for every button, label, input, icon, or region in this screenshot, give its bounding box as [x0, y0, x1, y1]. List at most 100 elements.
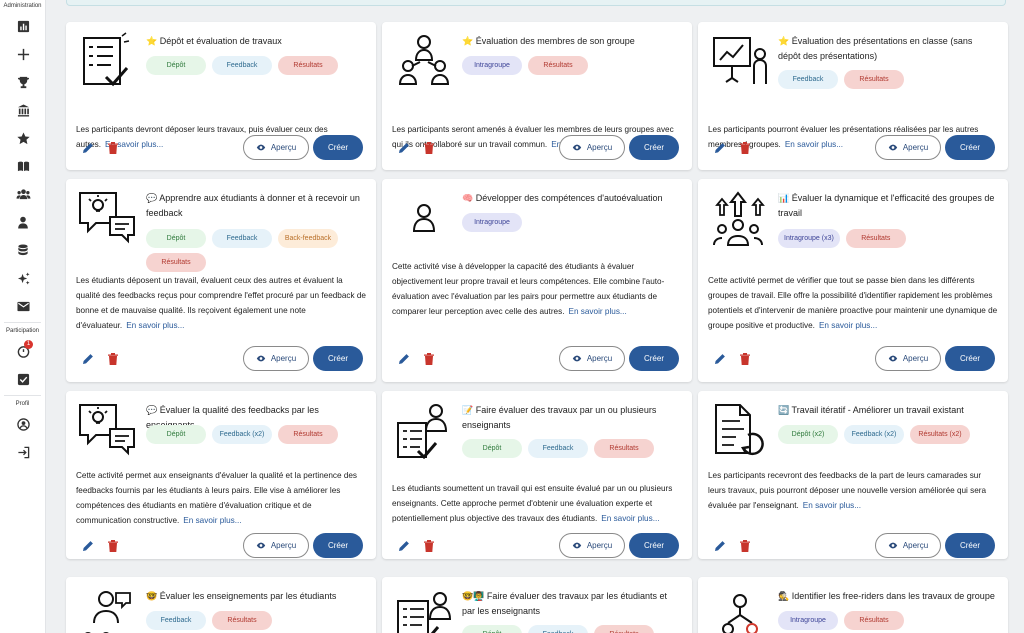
create-button[interactable]: Créer [313, 135, 363, 160]
activity-tag: Feedback (x2) [844, 425, 904, 444]
plus-icon [17, 48, 29, 60]
sidebar-item-logout[interactable] [0, 438, 46, 466]
activity-emoji: 🤓👨‍🏫 [462, 591, 487, 601]
sidebar-item-dashboard[interactable] [0, 12, 46, 40]
create-button[interactable]: Créer [629, 135, 679, 160]
sidebar-item-tasks[interactable] [0, 365, 46, 393]
sidebar-item-trophy[interactable] [0, 68, 46, 96]
sidebar-item-groups[interactable] [0, 180, 46, 208]
delete-icon[interactable] [422, 539, 436, 553]
learn-more-link[interactable]: En savoir plus... [183, 516, 242, 525]
activity-emoji: 💬 [146, 193, 160, 203]
preview-button[interactable]: Aperçu [559, 346, 625, 371]
activity-title: 🕵 Identifier les free-riders dans les tr… [778, 589, 996, 604]
activity-tag: Feedback [528, 439, 588, 458]
activity-title: ⭐ Évaluation des membres de son groupe [462, 34, 680, 49]
delete-icon[interactable] [422, 352, 436, 366]
activity-description: Les participants devront déposer leurs t… [76, 122, 366, 152]
sidebar-item-favorites[interactable] [0, 124, 46, 152]
activity-tag: Intragroupe [462, 56, 522, 75]
activity-tag: Résultats [844, 70, 904, 89]
preview-button[interactable]: Aperçu [243, 135, 309, 160]
edit-icon[interactable] [81, 539, 95, 553]
edit-icon[interactable] [713, 141, 727, 155]
activity-tag: Feedback (x2) [212, 425, 272, 444]
sidebar-item-library[interactable] [0, 152, 46, 180]
delete-icon[interactable] [738, 539, 752, 553]
preview-button[interactable]: Aperçu [875, 346, 941, 371]
eye-icon [256, 355, 265, 362]
sidebar-item-users[interactable] [0, 208, 46, 236]
delete-icon[interactable] [738, 141, 752, 155]
create-button[interactable]: Créer [629, 533, 679, 558]
preview-button[interactable]: Aperçu [243, 533, 309, 558]
activity-tag: Intragroupe [462, 213, 522, 232]
activity-tags: Dépôt (x2)Feedback (x2)Résultats (x2) [778, 425, 1000, 444]
learn-more-link[interactable]: En savoir plus... [105, 140, 164, 149]
edit-icon[interactable] [713, 539, 727, 553]
activity-tag: Back-feedback [278, 229, 338, 248]
sidebar-item-institution[interactable] [0, 96, 46, 124]
preview-button[interactable]: Aperçu [559, 533, 625, 558]
sidebar-divider [4, 395, 41, 396]
edit-icon[interactable] [81, 352, 95, 366]
activity-card: 📝 Faire évaluer des travaux par un ou pl… [382, 391, 692, 559]
create-button[interactable]: Créer [629, 346, 679, 371]
learn-more-link[interactable]: En savoir plus... [784, 140, 844, 149]
edit-icon[interactable] [397, 539, 411, 553]
create-button[interactable]: Créer [313, 346, 363, 371]
sidebar-item-add[interactable] [0, 40, 46, 68]
mail-icon [16, 301, 30, 311]
learn-more-link[interactable]: En savoir plus... [818, 321, 878, 330]
sidebar-item-database[interactable] [0, 236, 46, 264]
users-icon [16, 188, 30, 199]
edit-icon[interactable] [397, 141, 411, 155]
delete-icon[interactable] [422, 141, 436, 155]
sidebar-item-account[interactable] [0, 410, 46, 438]
edit-icon[interactable] [397, 352, 411, 366]
preview-button[interactable]: Aperçu [875, 533, 941, 558]
learn-more-link[interactable]: En savoir plus... [601, 514, 660, 523]
preview-button[interactable]: Aperçu [875, 135, 941, 160]
activity-emoji: 🔄 [778, 405, 792, 415]
sidebar-section-administration: Administration [3, 3, 42, 9]
learn-more-link[interactable]: En savoir plus... [126, 321, 185, 330]
activity-title: 🔄 Travail itératif - Améliorer un travai… [778, 403, 996, 418]
activity-illustration-icon [83, 32, 130, 87]
activity-tags: Intragroupe [462, 213, 684, 232]
user-icon [18, 216, 28, 229]
learn-more-link[interactable]: En savoir plus... [568, 307, 627, 316]
preview-button[interactable]: Aperçu [243, 346, 309, 371]
activity-tag: Résultats (x2) [910, 425, 970, 444]
edit-icon[interactable] [713, 352, 727, 366]
delete-icon[interactable] [106, 141, 120, 155]
sidebar-item-mail[interactable] [0, 292, 46, 320]
delete-icon[interactable] [106, 352, 120, 366]
activity-tag: Feedback [778, 70, 838, 89]
edit-icon[interactable] [81, 141, 95, 155]
activity-title-text: Développer des compétences d'autoévaluat… [475, 193, 663, 203]
activity-card: 💬 Évaluer la qualité des feedbacks par l… [66, 391, 376, 559]
delete-icon[interactable] [738, 352, 752, 366]
eye-icon [572, 542, 581, 549]
activity-description-text: Les participants seront amenés à évaluer… [392, 125, 674, 149]
create-button[interactable]: Créer [945, 346, 995, 371]
activity-illustration-icon [713, 37, 767, 84]
create-button[interactable]: Créer [945, 135, 995, 160]
learn-more-link[interactable]: En savoir plus... [802, 501, 862, 510]
eye-icon [256, 542, 265, 549]
activity-title-text: Faire évaluer des travaux par un ou plus… [462, 405, 657, 430]
delete-icon[interactable] [106, 539, 120, 553]
preview-label: Aperçu [902, 541, 929, 550]
create-button[interactable]: Créer [945, 533, 995, 558]
sidebar-item-activities[interactable]: 1 [0, 337, 46, 365]
preview-button[interactable]: Aperçu [559, 135, 625, 160]
sidebar-item-ai[interactable] [0, 264, 46, 292]
sidebar: Administration Participation 1 Profil [0, 0, 46, 633]
create-button[interactable]: Créer [313, 533, 363, 558]
activity-title-text: Faire évaluer des travaux par les étudia… [462, 591, 668, 616]
activity-emoji: ⭐ [778, 36, 792, 46]
database-icon [18, 243, 28, 255]
